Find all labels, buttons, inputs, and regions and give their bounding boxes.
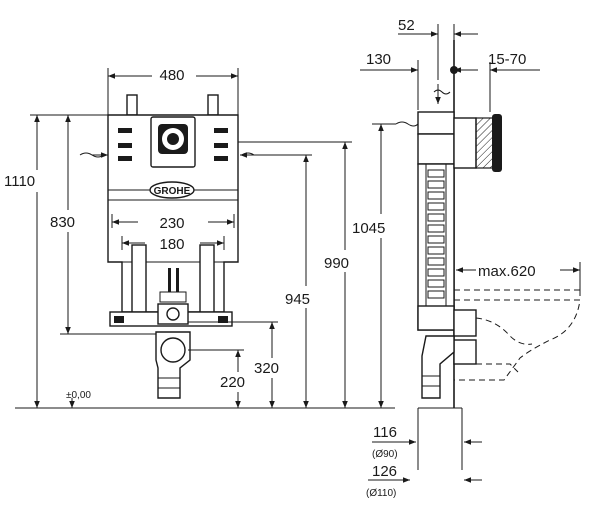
svg-text:(Ø110): (Ø110)	[366, 488, 396, 499]
svg-text:480: 480	[159, 67, 184, 84]
svg-text:230: 230	[159, 215, 184, 232]
svg-text:max.620: max.620	[478, 263, 536, 280]
frame-rungs	[427, 169, 445, 299]
frame-rung	[427, 224, 445, 233]
frame-rung	[427, 235, 445, 244]
frame-rung	[427, 180, 445, 189]
svg-text:830: 830	[50, 214, 75, 231]
svg-text:220: 220	[220, 374, 245, 391]
svg-text:52: 52	[398, 17, 415, 34]
dim-15-70: 15-70	[488, 51, 540, 112]
frame-rung	[427, 279, 445, 288]
frame-rung	[427, 257, 445, 266]
frame-rung	[427, 213, 445, 222]
dim-220: 220	[188, 349, 245, 408]
side-frame	[378, 40, 581, 408]
svg-text:15-70: 15-70	[488, 51, 526, 68]
svg-text:320: 320	[254, 360, 279, 377]
dim-230: 230	[111, 214, 235, 232]
floor-level-label: ±0,00	[66, 390, 91, 408]
dim-945: 945	[240, 154, 312, 408]
svg-text:(Ø90): (Ø90)	[372, 449, 398, 460]
frame-rung	[427, 169, 445, 178]
frame-rung	[427, 202, 445, 211]
dim-1045: 1045	[352, 123, 388, 408]
svg-text:945: 945	[285, 291, 310, 308]
dim-52: 52	[398, 17, 478, 80]
svg-text:130: 130	[366, 51, 391, 68]
svg-text:1045: 1045	[352, 220, 385, 237]
brand-logo-text: GROHE	[154, 186, 191, 197]
frame-rung	[427, 246, 445, 255]
dim-126: 126 (Ø110)	[366, 463, 482, 499]
svg-text:126: 126	[372, 463, 397, 480]
svg-text:990: 990	[324, 255, 349, 272]
dim-990: 990	[238, 141, 352, 408]
dim-1110: 1110	[4, 114, 108, 408]
dim-116: 116 (Ø90)	[372, 408, 482, 470]
dim-480: 480	[107, 67, 239, 115]
dim-130: 130	[360, 51, 478, 110]
dim-320: 320	[188, 321, 279, 408]
dim-max-620: max.620	[456, 262, 581, 296]
front-frame	[79, 94, 258, 399]
frame-rung	[427, 191, 445, 200]
grohe-logo: GROHE	[149, 181, 195, 199]
svg-text:±0,00: ±0,00	[66, 390, 91, 401]
dim-830: 830	[50, 115, 156, 335]
frame-rung	[427, 290, 445, 299]
svg-text:1110: 1110	[4, 173, 35, 190]
svg-text:116: 116	[373, 424, 397, 441]
frame-rung	[427, 268, 445, 277]
dim-180: 180	[121, 236, 225, 253]
svg-text:180: 180	[159, 236, 184, 253]
